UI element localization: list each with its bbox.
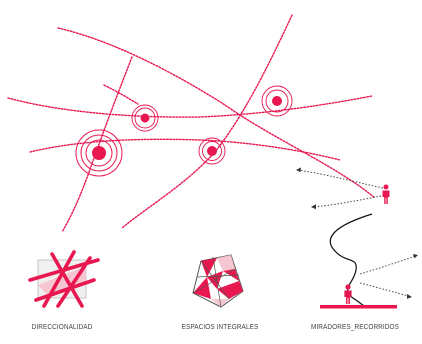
integral-spaces-diagram: [193, 255, 243, 307]
sight-arrow-right-lower: [360, 283, 409, 296]
arrow-head-icon: [407, 254, 418, 299]
path-network: [8, 15, 375, 232]
viewpoint-platform: [320, 305, 397, 309]
sight-arrows-upper: [298, 170, 383, 207]
sight-arrow-right-upper: [360, 256, 416, 274]
caption-directionality: DIRECCIONALIDAD: [32, 322, 93, 331]
path-mid-branch: [104, 85, 138, 104]
path-long-diagonal: [58, 28, 375, 198]
directionality-diagram: [30, 252, 98, 306]
concentric-target-icon: [199, 138, 225, 164]
arrow-head-icon: [296, 167, 316, 209]
path-upper-sweep: [8, 96, 372, 117]
person-icon: [344, 284, 351, 304]
person-icon: [383, 185, 390, 205]
concentric-target-icon: [132, 105, 158, 131]
caption-integral-spaces: ESPACIOS INTEGRALES: [182, 322, 259, 331]
viewpoints-routes-diagram: [320, 214, 418, 309]
caption-viewpoints-routes: MIRADORES_RECORRIDOS: [311, 322, 399, 331]
concentric-target-icon: [262, 86, 292, 116]
concentric-target-icon: [76, 130, 122, 176]
